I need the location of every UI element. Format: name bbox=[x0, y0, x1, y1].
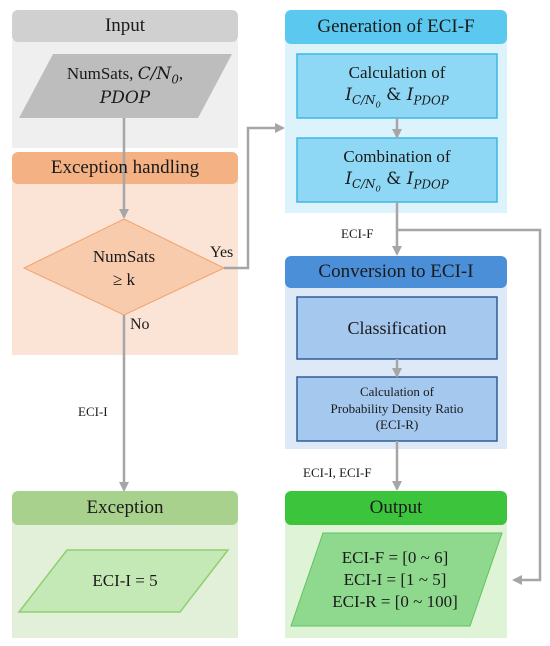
calculation-text: Calculation of IC/N0 & IPDOP bbox=[297, 56, 497, 116]
conversion-panel-header bbox=[285, 256, 507, 288]
generation-panel-header bbox=[285, 10, 507, 44]
combination-formula: IC/N0 & IPDOP bbox=[345, 168, 449, 194]
decision-line-1: NumSats bbox=[92, 247, 156, 267]
input-pdop-math: PDOP bbox=[99, 88, 151, 109]
output-values: ECI-F = [0 ~ 6] ECI-I = [1 ~ 5] ECI-R = … bbox=[300, 538, 490, 622]
output-eci-f: ECI-F = [0 ~ 6] bbox=[341, 547, 449, 567]
input-numsats-text: NumSats, bbox=[66, 63, 138, 83]
input-cn-math: C/N0 bbox=[137, 63, 179, 86]
edge-label-eci-i-eci-f: ECI-I, ECI-F bbox=[303, 465, 372, 480]
probability-density-text: Calculation of Probability Density Ratio… bbox=[297, 378, 497, 440]
classification-text: Classification bbox=[347, 317, 447, 338]
no-label: No bbox=[130, 316, 150, 333]
input-panel-header bbox=[12, 10, 238, 42]
edge-label-eci-i: ECI-I bbox=[78, 404, 108, 419]
classification-box bbox=[296, 296, 498, 360]
calculation-line-1: Calculation of bbox=[348, 62, 446, 82]
probability-line-2: Probability Density Ratio bbox=[330, 400, 464, 416]
connectors bbox=[119, 118, 542, 585]
exception-panel-header bbox=[12, 491, 238, 525]
yes-label: Yes bbox=[210, 244, 234, 261]
decision-line-2: ≥ k bbox=[112, 270, 136, 289]
edge-label-eci-f: ECI-F bbox=[341, 226, 374, 241]
conversion-title: Conversion to ECI-I bbox=[318, 261, 474, 282]
output-title: Output bbox=[369, 497, 423, 518]
calculation-box bbox=[296, 53, 498, 119]
output-eci-i: ECI-I = [1 ~ 5] bbox=[343, 569, 447, 589]
input-comma: , bbox=[178, 63, 184, 83]
output-eci-r: ECI-R = [0 ~ 100] bbox=[332, 592, 458, 612]
arrow-eci-f-to-output bbox=[397, 228, 542, 585]
exception-handling-title: Exception handling bbox=[50, 157, 200, 178]
input-parameters: NumSats, C/N0, PDOP bbox=[30, 56, 220, 116]
output-parallelogram bbox=[290, 532, 503, 627]
arrow-yes-to-generation bbox=[224, 123, 285, 270]
input-line-1: NumSats, C/N0, bbox=[67, 63, 183, 88]
input-title: Input bbox=[104, 15, 146, 36]
exception-parallelogram bbox=[17, 549, 230, 613]
probability-line-1: Calculation of bbox=[359, 383, 434, 399]
probability-line-3: (ECI-R) bbox=[375, 417, 419, 433]
input-parallelogram bbox=[19, 54, 232, 118]
combination-line-1: Combination of bbox=[343, 146, 451, 166]
decision-condition: NumSats ≥ k bbox=[54, 244, 194, 294]
generation-title: Generation of ECI-F bbox=[317, 16, 475, 37]
exception-value: ECI-I = 5 bbox=[92, 571, 158, 590]
calculation-formula: IC/N0 & IPDOP bbox=[345, 84, 449, 110]
combination-text: Combination of IC/N0 & IPDOP bbox=[297, 140, 497, 200]
exception-title: Exception bbox=[86, 497, 164, 518]
output-panel-header bbox=[285, 491, 507, 525]
